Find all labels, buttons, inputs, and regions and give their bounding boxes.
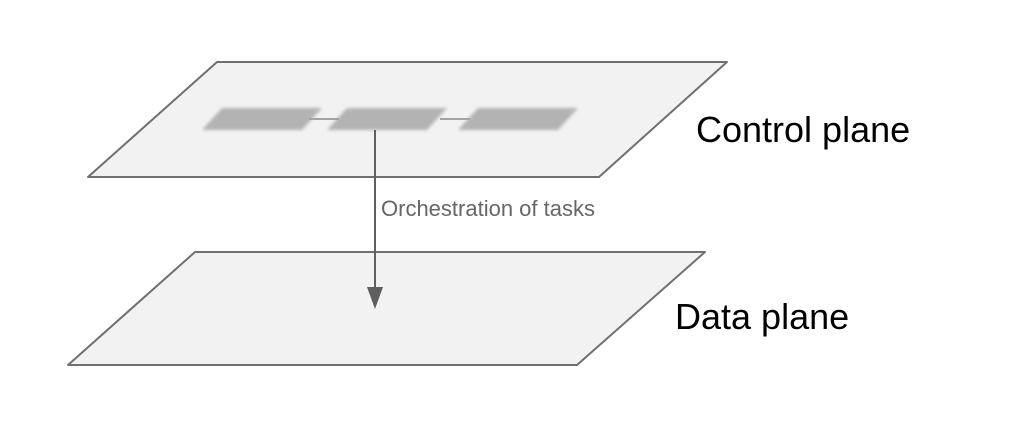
orchestration-arrow-label: Orchestration of tasks (381, 196, 595, 221)
task-block-2 (327, 108, 447, 130)
orchestration-arrow-head-icon (367, 287, 383, 309)
task-block-3 (458, 108, 578, 130)
data-plane-label: Data plane (675, 296, 850, 337)
data-plane-surface (67, 251, 706, 366)
task-block-1 (202, 108, 322, 130)
control-plane-label: Control plane (696, 109, 911, 150)
